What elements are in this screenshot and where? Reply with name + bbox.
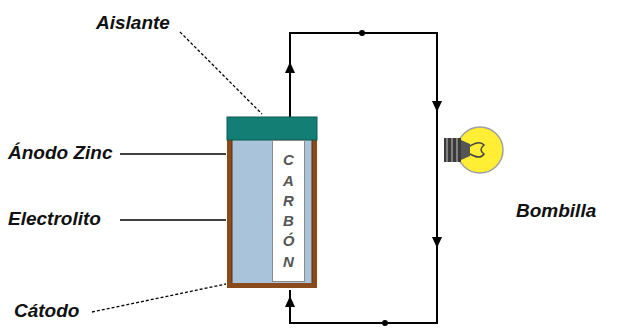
- insulator-cap: [227, 117, 317, 140]
- zinc-anode: [312, 140, 313, 283]
- part-label: Ánodo Zinc: [8, 142, 112, 164]
- part-label: Electrolito: [8, 208, 101, 230]
- leader-line: [92, 32, 262, 312]
- part-label: Bombilla: [516, 200, 596, 222]
- part-label: Aislante: [96, 12, 170, 34]
- electrolyte: [232, 140, 312, 283]
- circuit-wire: [290, 33, 437, 323]
- part-label: Cátodo: [14, 300, 79, 322]
- light-bulb: [444, 127, 503, 173]
- carbon-rod: CARBÓN: [272, 140, 305, 282]
- rod-label: CARBÓN: [281, 150, 296, 272]
- zinc-anode: [232, 140, 233, 283]
- cathode-casing: [227, 138, 317, 288]
